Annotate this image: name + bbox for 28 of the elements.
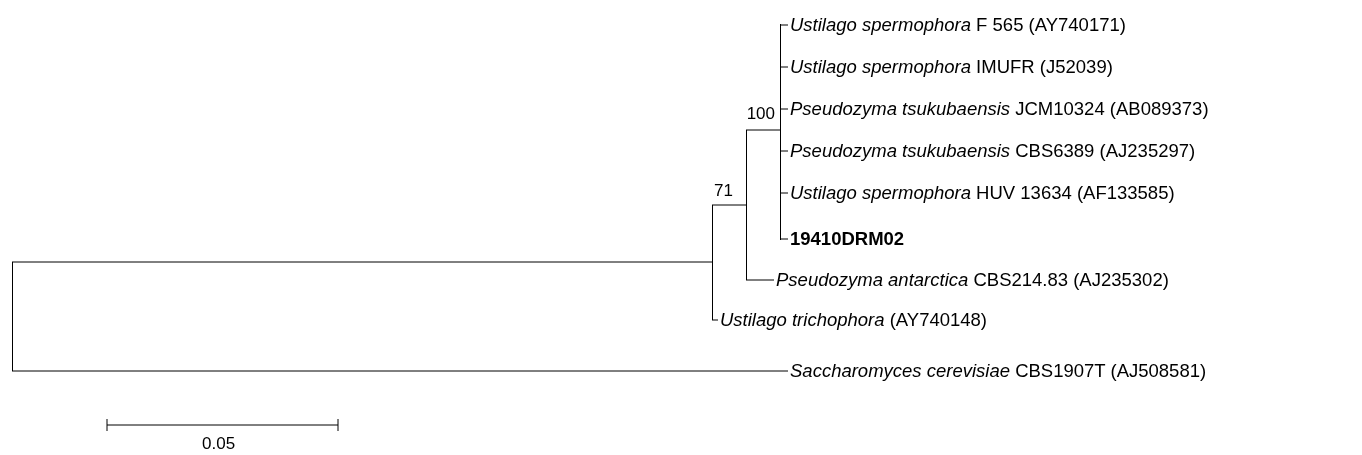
taxon-label: 19410DRM02	[790, 228, 905, 250]
taxon-label: Pseudozyma tsukubaensis CBS6389 (AJ235297)	[790, 140, 1196, 162]
tree-branch	[11, 261, 713, 263]
tree-branch	[11, 370, 789, 372]
tree-branch	[779, 108, 789, 110]
taxon-label: Pseudozyma antarctica CBS214.83 (AJ235302)	[776, 269, 1169, 291]
bootstrap-value: 71	[714, 181, 733, 201]
tree-branch	[745, 129, 781, 131]
tree-branch	[779, 150, 789, 152]
taxon-label: Ustilago spermophora IMUFR (J52039)	[790, 56, 1113, 78]
tree-node-line	[11, 262, 13, 371]
tree-node-line	[779, 24, 781, 240]
tree-node-line	[745, 130, 747, 280]
tree-branch	[779, 24, 789, 26]
tree-branch	[711, 319, 719, 321]
tree-branch	[711, 204, 747, 206]
tree-branch	[779, 192, 789, 194]
taxon-label: Ustilago spermophora HUV 13634 (AF133585)	[790, 182, 1175, 204]
taxon-label: Saccharomyces cerevisiae CBS1907T (AJ508581)	[790, 360, 1207, 382]
bootstrap-value: 100	[746, 104, 775, 124]
taxon-label: Ustilago trichophora (AY740148)	[720, 309, 988, 331]
tree-branch	[779, 238, 789, 240]
tree-branch	[745, 279, 775, 281]
scale-value: 0.05	[202, 434, 236, 454]
taxon-label: Ustilago spermophora F 565 (AY740171)	[790, 14, 1126, 36]
tree-node-line	[711, 205, 713, 320]
taxon-label: Pseudozyma tsukubaensis JCM10324 (AB089373)	[790, 98, 1209, 120]
tree-branch	[779, 66, 789, 68]
